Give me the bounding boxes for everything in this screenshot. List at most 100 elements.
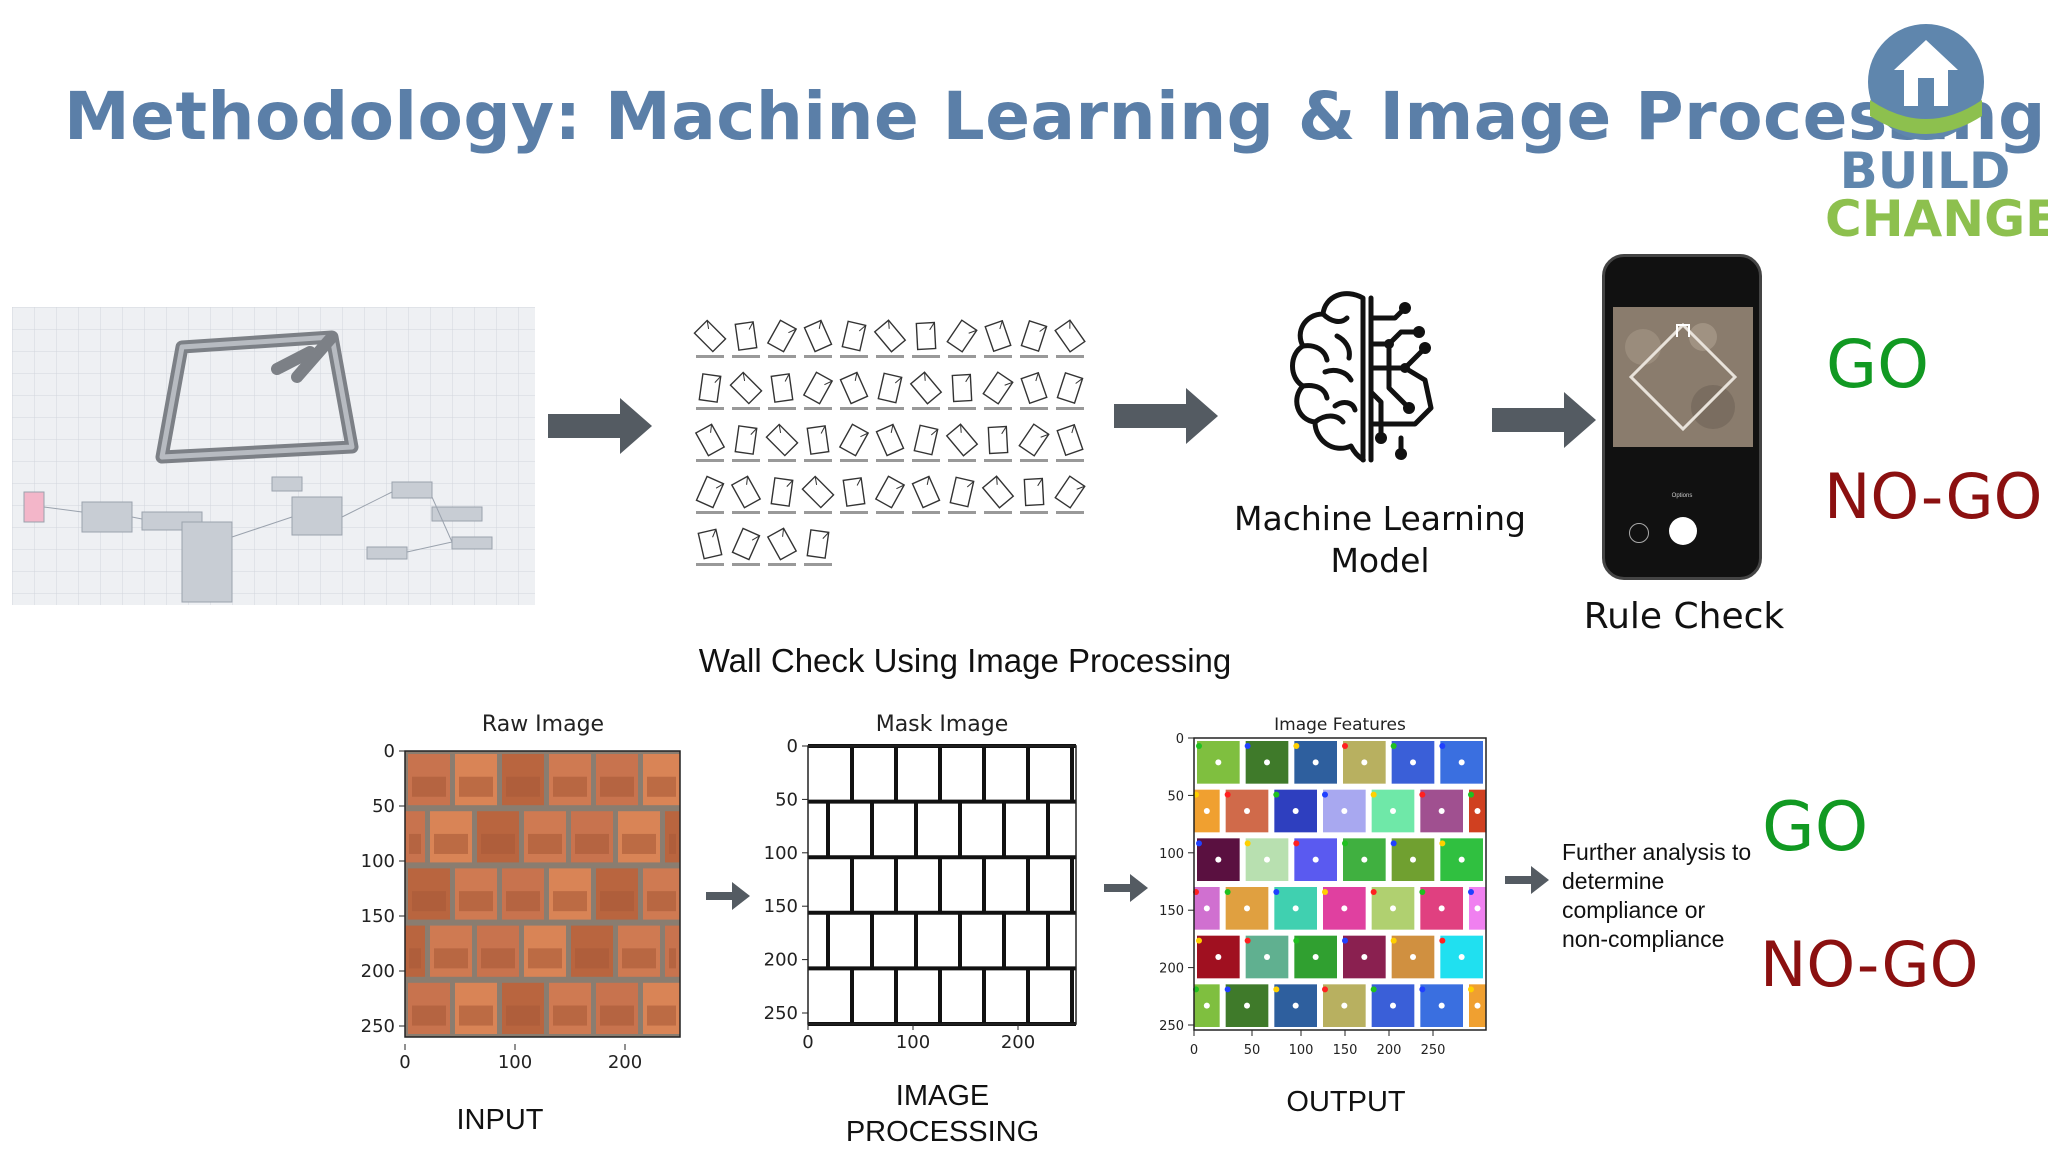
- dataset-thumbnail: [913, 424, 939, 456]
- thumbnail-caption: [732, 563, 760, 566]
- thumbnail-caption: [768, 511, 796, 514]
- input-label: INPUT: [456, 1104, 544, 1136]
- thumbnail-caption: [840, 355, 868, 358]
- arrow-right-icon: [548, 398, 652, 454]
- feature-centroid: [1458, 954, 1465, 960]
- feature-corner: [1322, 791, 1328, 798]
- rebar-3d-model-image: [12, 307, 535, 605]
- feature-corner: [1342, 743, 1348, 749]
- dataset-thumbnail: [731, 527, 761, 561]
- dataset-thumbnail: [1056, 423, 1084, 457]
- thumbnail-caption: [876, 407, 904, 410]
- thumbnail-caption: [696, 407, 724, 410]
- phone-close-button[interactable]: [1629, 523, 1649, 543]
- feature-corner: [1224, 791, 1231, 798]
- dataset-thumbnail: [984, 319, 1012, 353]
- dataset-thumbnail: [730, 475, 762, 509]
- feature-corner: [1224, 986, 1231, 993]
- thumbnail-caption: [948, 355, 976, 358]
- thumbnail-caption: [1056, 511, 1084, 514]
- thumbnail-caption: [912, 355, 940, 358]
- dataset-thumbnail: [842, 477, 866, 507]
- feature-centroid: [1474, 808, 1481, 814]
- y-tick-label: 100: [1159, 847, 1184, 862]
- dataset-thumbnail: [911, 475, 941, 509]
- x-tick-label: 50: [1244, 1043, 1261, 1058]
- x-tick-label: 100: [896, 1032, 930, 1053]
- x-tick-label: 250: [1421, 1043, 1446, 1058]
- feature-corner: [1439, 743, 1446, 749]
- dataset-thumbnail: [915, 321, 937, 351]
- feature-centroid: [1438, 808, 1445, 814]
- y-tick-label: 50: [1167, 789, 1184, 804]
- image-processing-label-line2: PROCESSING: [845, 1116, 1040, 1148]
- thumbnail-caption: [768, 563, 796, 566]
- feature-centroid: [1312, 954, 1319, 960]
- dataset-thumbnail: [875, 423, 905, 457]
- feature-centroid: [1292, 905, 1299, 912]
- feature-corner: [1196, 840, 1202, 847]
- feature-centroid: [1312, 759, 1319, 766]
- feature-corner: [1370, 791, 1377, 798]
- thumbnail-caption: [840, 511, 868, 514]
- image-processing-label-line1: IMAGE: [895, 1080, 990, 1112]
- dataset-thumbnail: [1054, 319, 1086, 353]
- feature-centroid: [1474, 905, 1481, 912]
- thumbnail-caption: [984, 355, 1012, 358]
- feature-centroid: [1215, 954, 1222, 960]
- feature-corner: [1196, 743, 1202, 749]
- dataset-thumbnail: [765, 423, 799, 457]
- analysis-line-3: compliance or: [1562, 897, 1706, 923]
- analysis-line-4: non-compliance: [1562, 926, 1725, 952]
- arrow-right-icon: [1114, 388, 1218, 444]
- x-tick-label: 100: [1289, 1043, 1314, 1058]
- thumbnail-caption: [1020, 407, 1048, 410]
- thumbnail-caption: [876, 459, 904, 462]
- feature-corner: [1273, 791, 1280, 798]
- arrow-right-icon: [706, 882, 750, 910]
- dataset-thumbnail: [729, 371, 763, 405]
- feature-centroid: [1361, 954, 1368, 960]
- dataset-thumbnail: [766, 319, 798, 353]
- thumbnail-caption: [804, 407, 832, 410]
- feature-centroid: [1292, 808, 1299, 814]
- feature-centroid: [1292, 1002, 1299, 1009]
- feature-centroid: [1361, 759, 1368, 766]
- dataset-thumbnail: [806, 425, 830, 455]
- x-tick-label: 200: [1377, 1043, 1402, 1058]
- build-change-logo: [1860, 20, 1992, 142]
- dataset-thumbnail: [981, 475, 1015, 509]
- thumbnail-caption: [948, 459, 976, 462]
- feature-corner: [1439, 840, 1446, 847]
- thumbnail-caption: [1056, 459, 1084, 462]
- feature-corner: [1390, 840, 1397, 847]
- feature-centroid: [1264, 759, 1270, 766]
- dataset-thumbnail: [693, 319, 727, 353]
- raw-image-title: Raw Image: [482, 712, 604, 737]
- feature-corner: [1342, 937, 1348, 944]
- feature-corner: [1439, 937, 1446, 944]
- dataset-thumbnail: [909, 371, 943, 405]
- analysis-line-1: Further analysis to: [1562, 839, 1752, 865]
- nogo-label-bottom: NO-GO: [1760, 928, 1979, 1001]
- dataset-thumbnail: [770, 477, 794, 507]
- feature-corner: [1244, 743, 1251, 749]
- thumbnail-caption: [912, 511, 940, 514]
- thumbnail-caption: [948, 407, 976, 410]
- thumbnail-caption: [876, 511, 904, 514]
- y-tick-label: 0: [1176, 732, 1184, 747]
- thumbnail-caption: [1056, 355, 1084, 358]
- logo-text-build: BUILD: [1839, 142, 2011, 200]
- dataset-thumbnail: [1054, 475, 1086, 509]
- thumbnail-caption: [984, 511, 1012, 514]
- arrow-right-icon: [1104, 874, 1148, 902]
- thumbnail-caption: [984, 407, 1012, 410]
- thumbnail-caption: [732, 355, 760, 358]
- output-label: OUTPUT: [1286, 1086, 1406, 1118]
- image-processing-label: IMAGE PROCESSING: [800, 1078, 1085, 1150]
- thumbnail-caption: [696, 355, 724, 358]
- feature-centroid: [1458, 759, 1465, 766]
- y-tick-label: 150: [764, 896, 798, 917]
- phone-shutter-button[interactable]: [1669, 517, 1697, 545]
- thumbnail-caption: [912, 407, 940, 410]
